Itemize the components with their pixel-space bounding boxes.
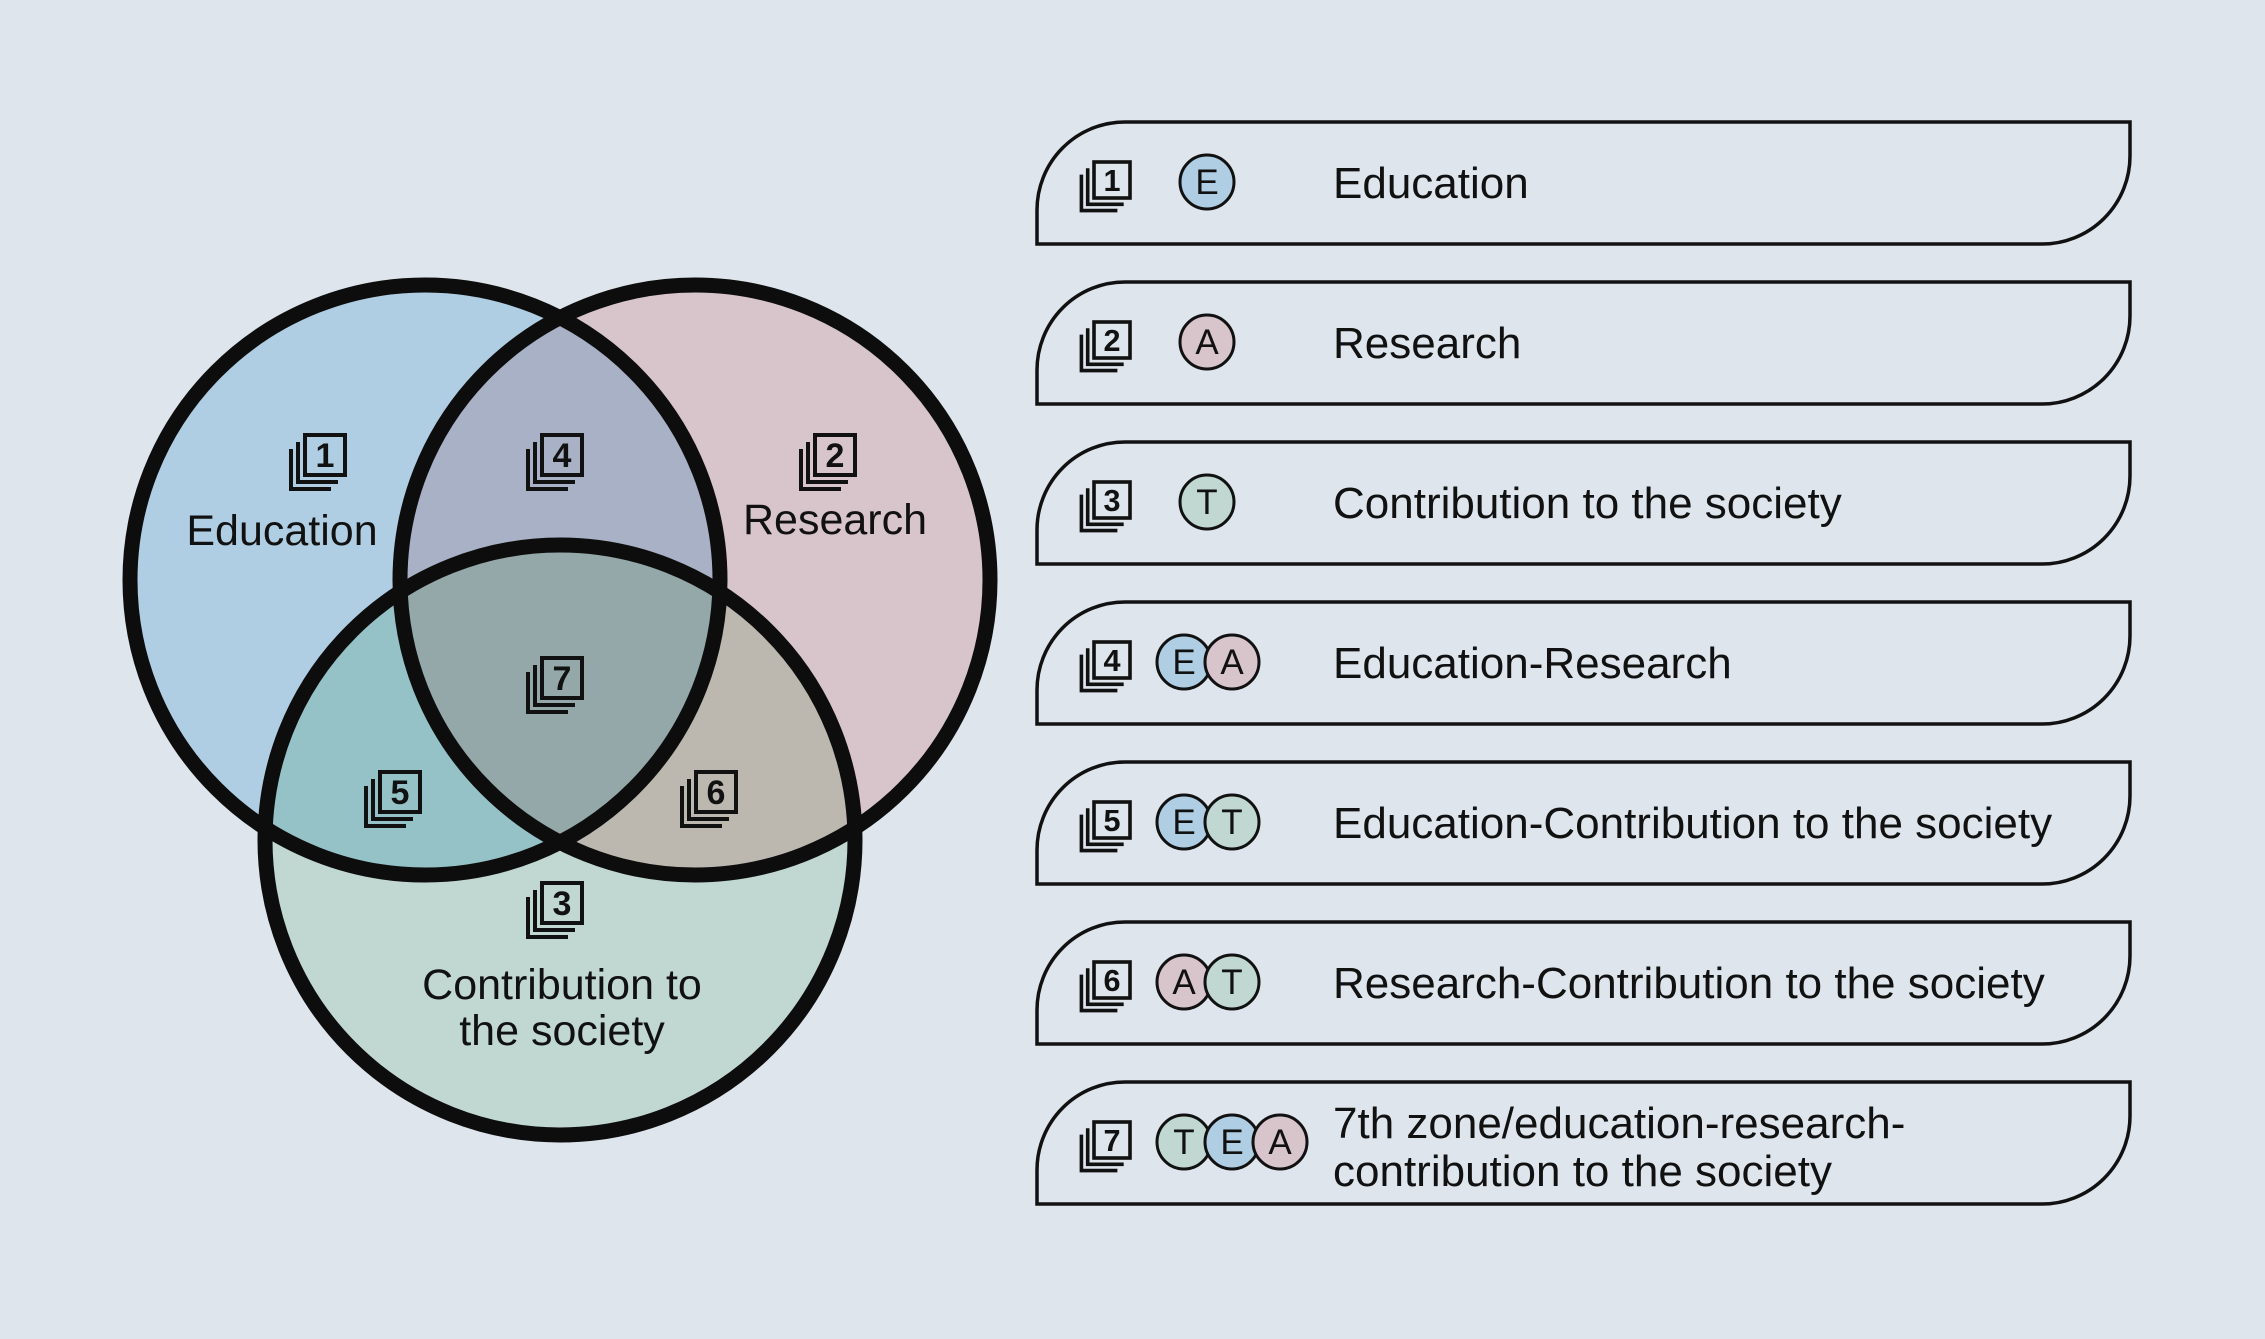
legend-item-2: 2 A Research [1035, 280, 2132, 406]
svg-text:4: 4 [553, 437, 572, 475]
legend-zone-7-icon: 7 [1079, 1120, 1132, 1173]
svg-text:T: T [1221, 803, 1242, 842]
svg-text:1: 1 [316, 437, 335, 475]
legend-zone-5-icon: 5 [1079, 800, 1132, 853]
legend-label: Research [1333, 319, 1521, 368]
legend-banner [1035, 760, 2132, 886]
letter-circle-icon: A [1203, 633, 1261, 691]
legend-zone-2-icon: 2 [1079, 320, 1132, 373]
zone-7-icon: 7 [526, 656, 584, 714]
svg-text:2: 2 [1103, 324, 1120, 358]
svg-text:1: 1 [1103, 164, 1120, 198]
legend-banner [1035, 120, 2132, 246]
legend-banner [1035, 280, 2132, 406]
svg-text:7: 7 [1103, 1124, 1120, 1158]
svg-text:7: 7 [553, 660, 572, 698]
legend-item-1: 1 E Education [1035, 120, 2132, 246]
legend-zone-6-icon: 6 [1079, 960, 1132, 1013]
letter-circle-icon: A [1155, 953, 1213, 1011]
zone-4-icon: 4 [526, 433, 584, 491]
venn-outline-a [392, 277, 998, 883]
legend-item-3: 3 T Contribution to the society [1035, 440, 2132, 566]
svg-text:3: 3 [1103, 484, 1120, 518]
letter-circle-icon: E [1178, 153, 1236, 211]
svg-text:6: 6 [1103, 964, 1120, 998]
svg-text:A: A [1195, 323, 1219, 362]
zone-6-icon: 6 [680, 770, 738, 828]
venn-outline-t [257, 537, 863, 1143]
letter-circle-icon: E [1155, 793, 1213, 851]
svg-text:4: 4 [1103, 644, 1120, 678]
legend-label: Contribution to the society [1333, 479, 1842, 528]
zone-2-icon: 2 [799, 433, 857, 491]
set-label-a: Research [743, 496, 927, 544]
svg-text:E: E [1172, 803, 1195, 842]
svg-text:E: E [1172, 643, 1195, 682]
legend-zone-3-icon: 3 [1079, 480, 1132, 533]
letter-circle-icon: T [1203, 953, 1261, 1011]
legend-banner [1035, 1080, 2132, 1206]
svg-text:A: A [1220, 643, 1244, 682]
letter-circle-icon: T [1178, 473, 1236, 531]
svg-text:E: E [1220, 1123, 1243, 1162]
svg-text:5: 5 [1103, 804, 1120, 838]
legend-label: 7th zone/education-research-contribution… [1333, 1099, 1905, 1196]
legend-label: Education [1333, 159, 1529, 208]
svg-text:6: 6 [707, 774, 726, 812]
legend-label: Research-Contribution to the society [1333, 959, 2045, 1008]
svg-text:2: 2 [826, 437, 845, 475]
venn-outline-e [122, 277, 728, 883]
letter-circle-icon: T [1155, 1113, 1213, 1171]
letter-circle-icon: E [1203, 1113, 1261, 1171]
letter-circle-icon: E [1155, 633, 1213, 691]
zone-1-icon: 1 [289, 433, 347, 491]
legend-label: Education-Contribution to the society [1333, 799, 2052, 848]
letter-circle-icon: A [1251, 1113, 1309, 1171]
legend-banner [1035, 920, 2132, 1046]
legend-banner [1035, 440, 2132, 566]
legend-label: Education-Research [1333, 639, 1732, 688]
letter-circle-icon: A [1178, 313, 1236, 371]
legend-banner [1035, 600, 2132, 726]
legend-zone-1-icon: 1 [1079, 160, 1132, 213]
svg-text:T: T [1173, 1123, 1194, 1162]
svg-text:3: 3 [553, 885, 572, 923]
zone-5-icon: 5 [364, 770, 422, 828]
zone-3-icon: 3 [526, 881, 584, 939]
letter-circle-icon: T [1203, 793, 1261, 851]
svg-text:A: A [1268, 1123, 1292, 1162]
svg-text:5: 5 [391, 774, 410, 812]
svg-text:A: A [1172, 963, 1196, 1002]
svg-text:E: E [1195, 163, 1218, 202]
set-label-e: Education [186, 507, 377, 555]
svg-text:T: T [1196, 483, 1217, 522]
svg-text:T: T [1221, 963, 1242, 1002]
legend-zone-4-icon: 4 [1079, 640, 1132, 693]
